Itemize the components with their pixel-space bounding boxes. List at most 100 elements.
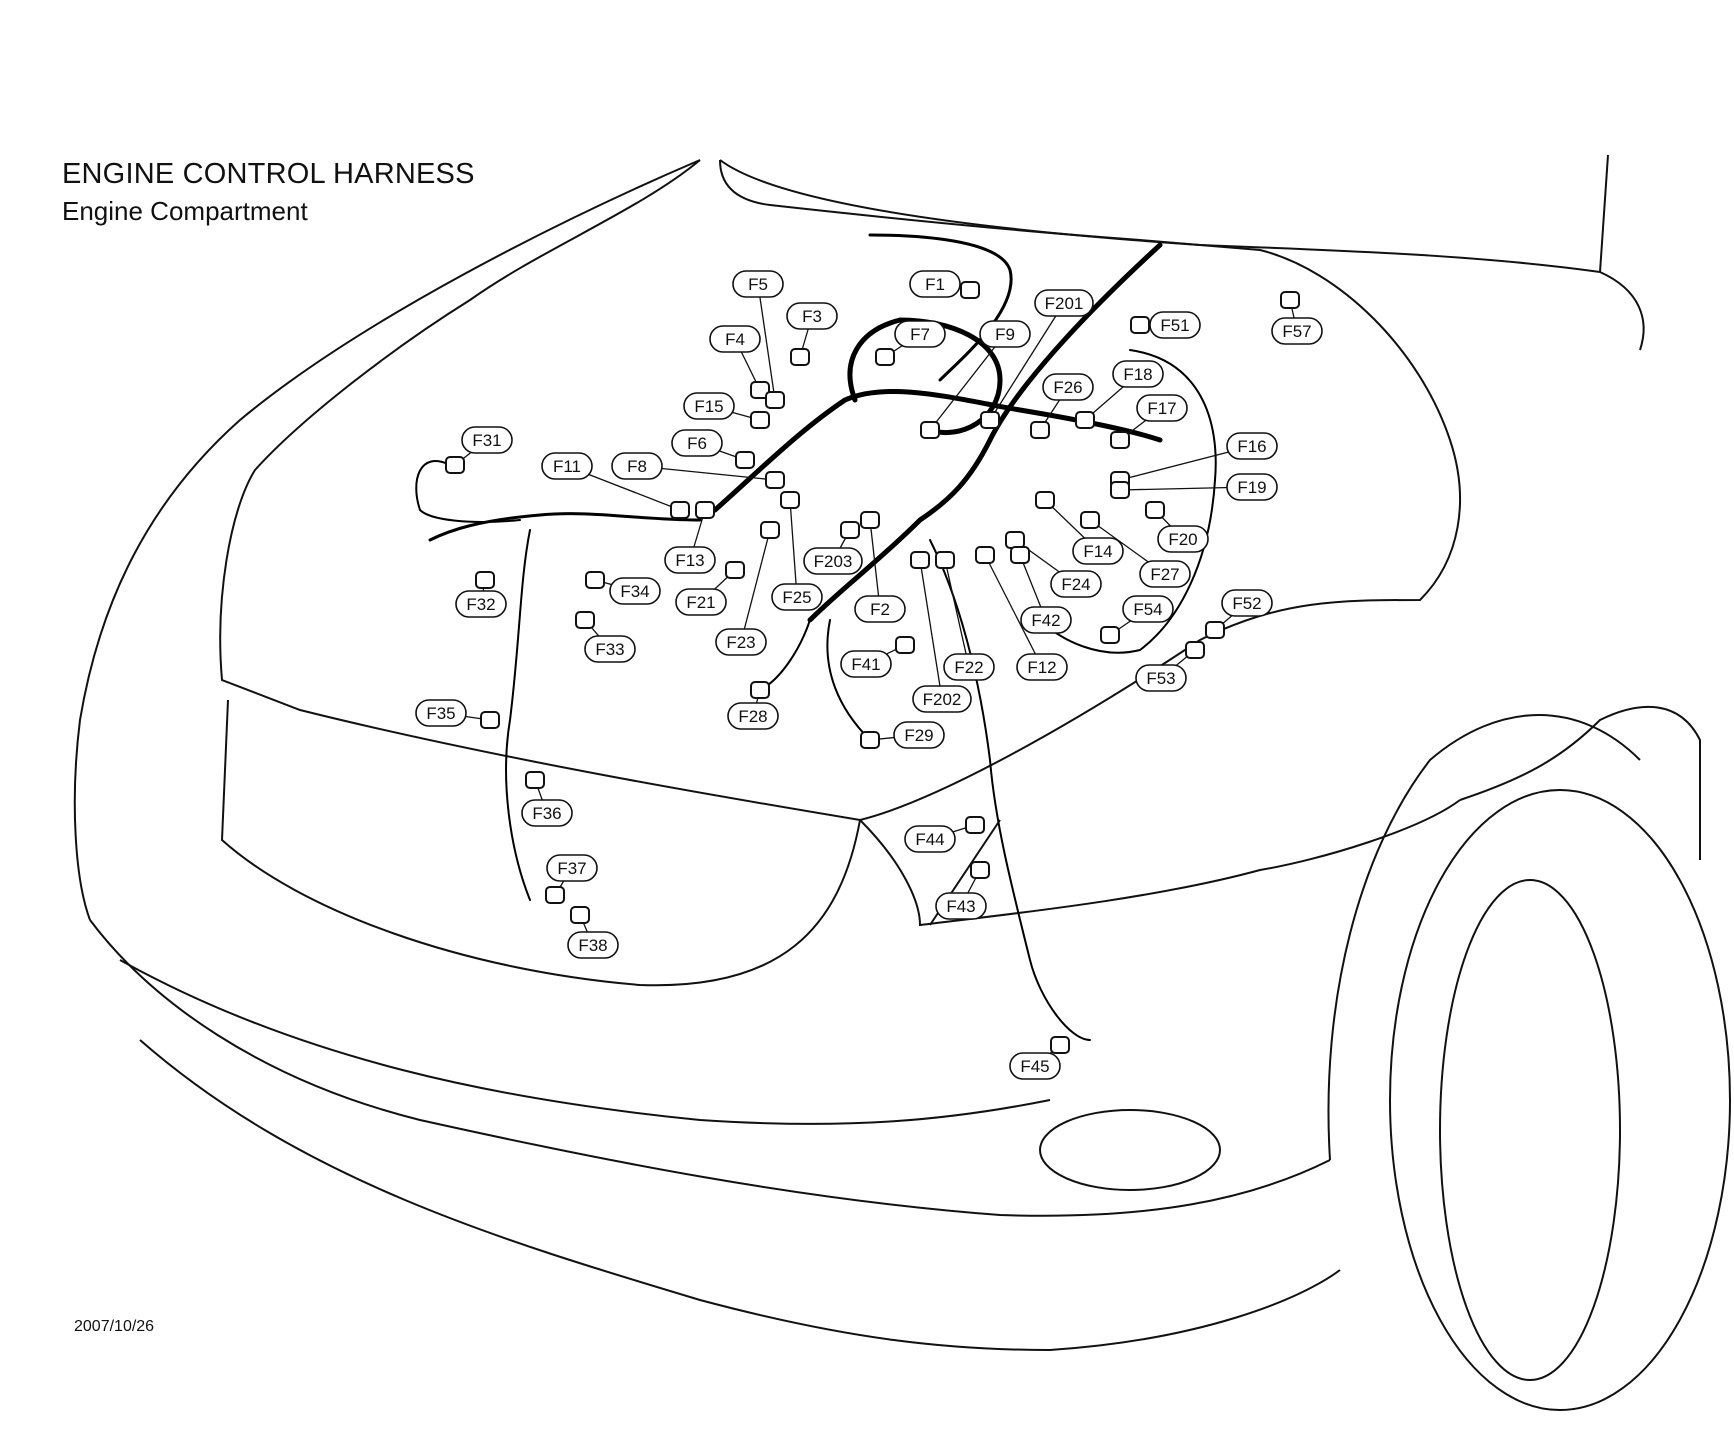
diagram-subtitle: Engine Compartment bbox=[62, 196, 308, 226]
connector-label: F53 bbox=[1146, 669, 1175, 688]
connector-label-frame bbox=[461, 426, 513, 454]
connector-f45: F45 bbox=[1009, 1036, 1070, 1080]
connector-f22: F22 bbox=[935, 551, 995, 681]
connector-plug-icon bbox=[575, 611, 595, 629]
harness-cables bbox=[415, 233, 1217, 1041]
connector-label-frame bbox=[893, 721, 945, 749]
connector-plug-icon bbox=[570, 906, 590, 924]
connector-label: F202 bbox=[923, 690, 962, 709]
connector-label: F11 bbox=[553, 457, 581, 476]
connector-label: F18 bbox=[1123, 365, 1152, 384]
bumper-lower-edge bbox=[119, 959, 1051, 1125]
harness-down-left bbox=[505, 529, 531, 901]
connector-label: F43 bbox=[946, 897, 975, 916]
connector-f42: F42 bbox=[1010, 546, 1072, 634]
connector-label-frame bbox=[1042, 373, 1094, 401]
wheel-outer bbox=[1389, 789, 1731, 1411]
connector-label: F2 bbox=[870, 600, 890, 619]
connector-label: F203 bbox=[814, 552, 853, 571]
connector-label: F20 bbox=[1168, 530, 1197, 549]
connector-label: F57 bbox=[1282, 322, 1311, 341]
connector-plug-icon bbox=[1280, 291, 1300, 309]
connector-f18: F18 bbox=[1075, 360, 1164, 429]
connector-label-frame bbox=[455, 590, 507, 618]
connector-plug-icon bbox=[1075, 411, 1095, 429]
connector-label: F33 bbox=[595, 640, 624, 659]
connector-f33: F33 bbox=[575, 611, 636, 663]
connector-label: F31 bbox=[472, 431, 501, 450]
connector-label-frame bbox=[727, 702, 779, 730]
connector-label: F23 bbox=[726, 633, 755, 652]
connector-label: F42 bbox=[1031, 611, 1060, 630]
connector-label-frame bbox=[715, 628, 767, 656]
connector-f8: F8 bbox=[611, 452, 785, 489]
connector-plug-icon bbox=[480, 711, 500, 729]
grille bbox=[220, 699, 861, 987]
harness-left-branch bbox=[428, 512, 702, 542]
connector-plug-icon bbox=[960, 281, 980, 299]
connector-label-frame bbox=[415, 699, 467, 727]
connector-plug-icon bbox=[1035, 491, 1055, 509]
connector-f12: F12 bbox=[975, 546, 1068, 681]
connector-label-frame bbox=[709, 325, 761, 353]
connector-plug-icon bbox=[920, 421, 940, 439]
connector-f43: F43 bbox=[935, 861, 990, 920]
harness-f1-branch bbox=[868, 233, 1013, 382]
connector-label: F24 bbox=[1061, 575, 1090, 594]
connector-label-frame bbox=[664, 546, 716, 574]
connector-f3: F3 bbox=[786, 302, 838, 366]
connector-f201: F201 bbox=[980, 289, 1094, 429]
connector-label-frame bbox=[771, 583, 823, 611]
connector-label: F28 bbox=[738, 707, 767, 726]
connector-label-frame bbox=[904, 825, 956, 853]
connector-label-frame bbox=[786, 302, 838, 330]
leader-line bbox=[929, 333, 1006, 431]
connector-plug-icon bbox=[970, 861, 990, 879]
connector-label-frame bbox=[935, 892, 987, 920]
connector-label: F17 bbox=[1147, 399, 1176, 418]
connector-plug-icon bbox=[1145, 501, 1165, 519]
connector-plug-icon bbox=[1205, 621, 1225, 639]
connector-plug-icon bbox=[1100, 626, 1120, 644]
connector-plug-icon bbox=[1130, 316, 1150, 334]
connector-label-frame bbox=[1271, 317, 1323, 345]
wheel-inner bbox=[1439, 879, 1621, 1381]
bumper-bottom bbox=[139, 1039, 1341, 1352]
connector-f51: F51 bbox=[1130, 311, 1201, 339]
connector-plug-icon bbox=[875, 348, 895, 366]
harness-loop-upper bbox=[847, 317, 1003, 436]
connector-label: F54 bbox=[1133, 600, 1162, 619]
connector-label-frame bbox=[521, 799, 573, 827]
diagram-date: 2007/10/26 bbox=[74, 1318, 155, 1335]
connector-label: F13 bbox=[675, 551, 704, 570]
connector-label-frame bbox=[546, 854, 598, 882]
connector-label: F14 bbox=[1083, 542, 1112, 561]
connector-label-frame bbox=[1122, 595, 1174, 623]
connector-label-frame bbox=[683, 392, 735, 420]
connector-f6: F6 bbox=[671, 429, 755, 469]
connector-label: F16 bbox=[1237, 437, 1266, 456]
connector-label-frame bbox=[803, 547, 863, 575]
connector-label-frame bbox=[1112, 360, 1164, 388]
connector-plug-icon bbox=[980, 411, 1000, 429]
connector-f203: F203 bbox=[803, 521, 863, 575]
connector-label-frame bbox=[671, 429, 723, 457]
connector-f44: F44 bbox=[904, 816, 985, 853]
connector-label: F1 bbox=[925, 275, 945, 294]
harness-f31-loop bbox=[415, 460, 521, 523]
harness-f28-branch bbox=[759, 619, 811, 691]
connector-f20: F20 bbox=[1145, 501, 1209, 553]
connector-plug-icon bbox=[790, 348, 810, 366]
connector-label-frame bbox=[1020, 606, 1072, 634]
mirror-line bbox=[1599, 271, 1645, 351]
connector-label: F34 bbox=[620, 582, 649, 601]
connector-f38: F38 bbox=[567, 906, 619, 959]
wheel-arch bbox=[1327, 714, 1641, 1161]
connector-plug-icon bbox=[1185, 641, 1205, 659]
connector-label-frame bbox=[1221, 589, 1273, 617]
connector-plug-icon bbox=[1080, 511, 1100, 529]
connector-label-frame bbox=[609, 577, 661, 605]
left-fender bbox=[73, 159, 701, 921]
